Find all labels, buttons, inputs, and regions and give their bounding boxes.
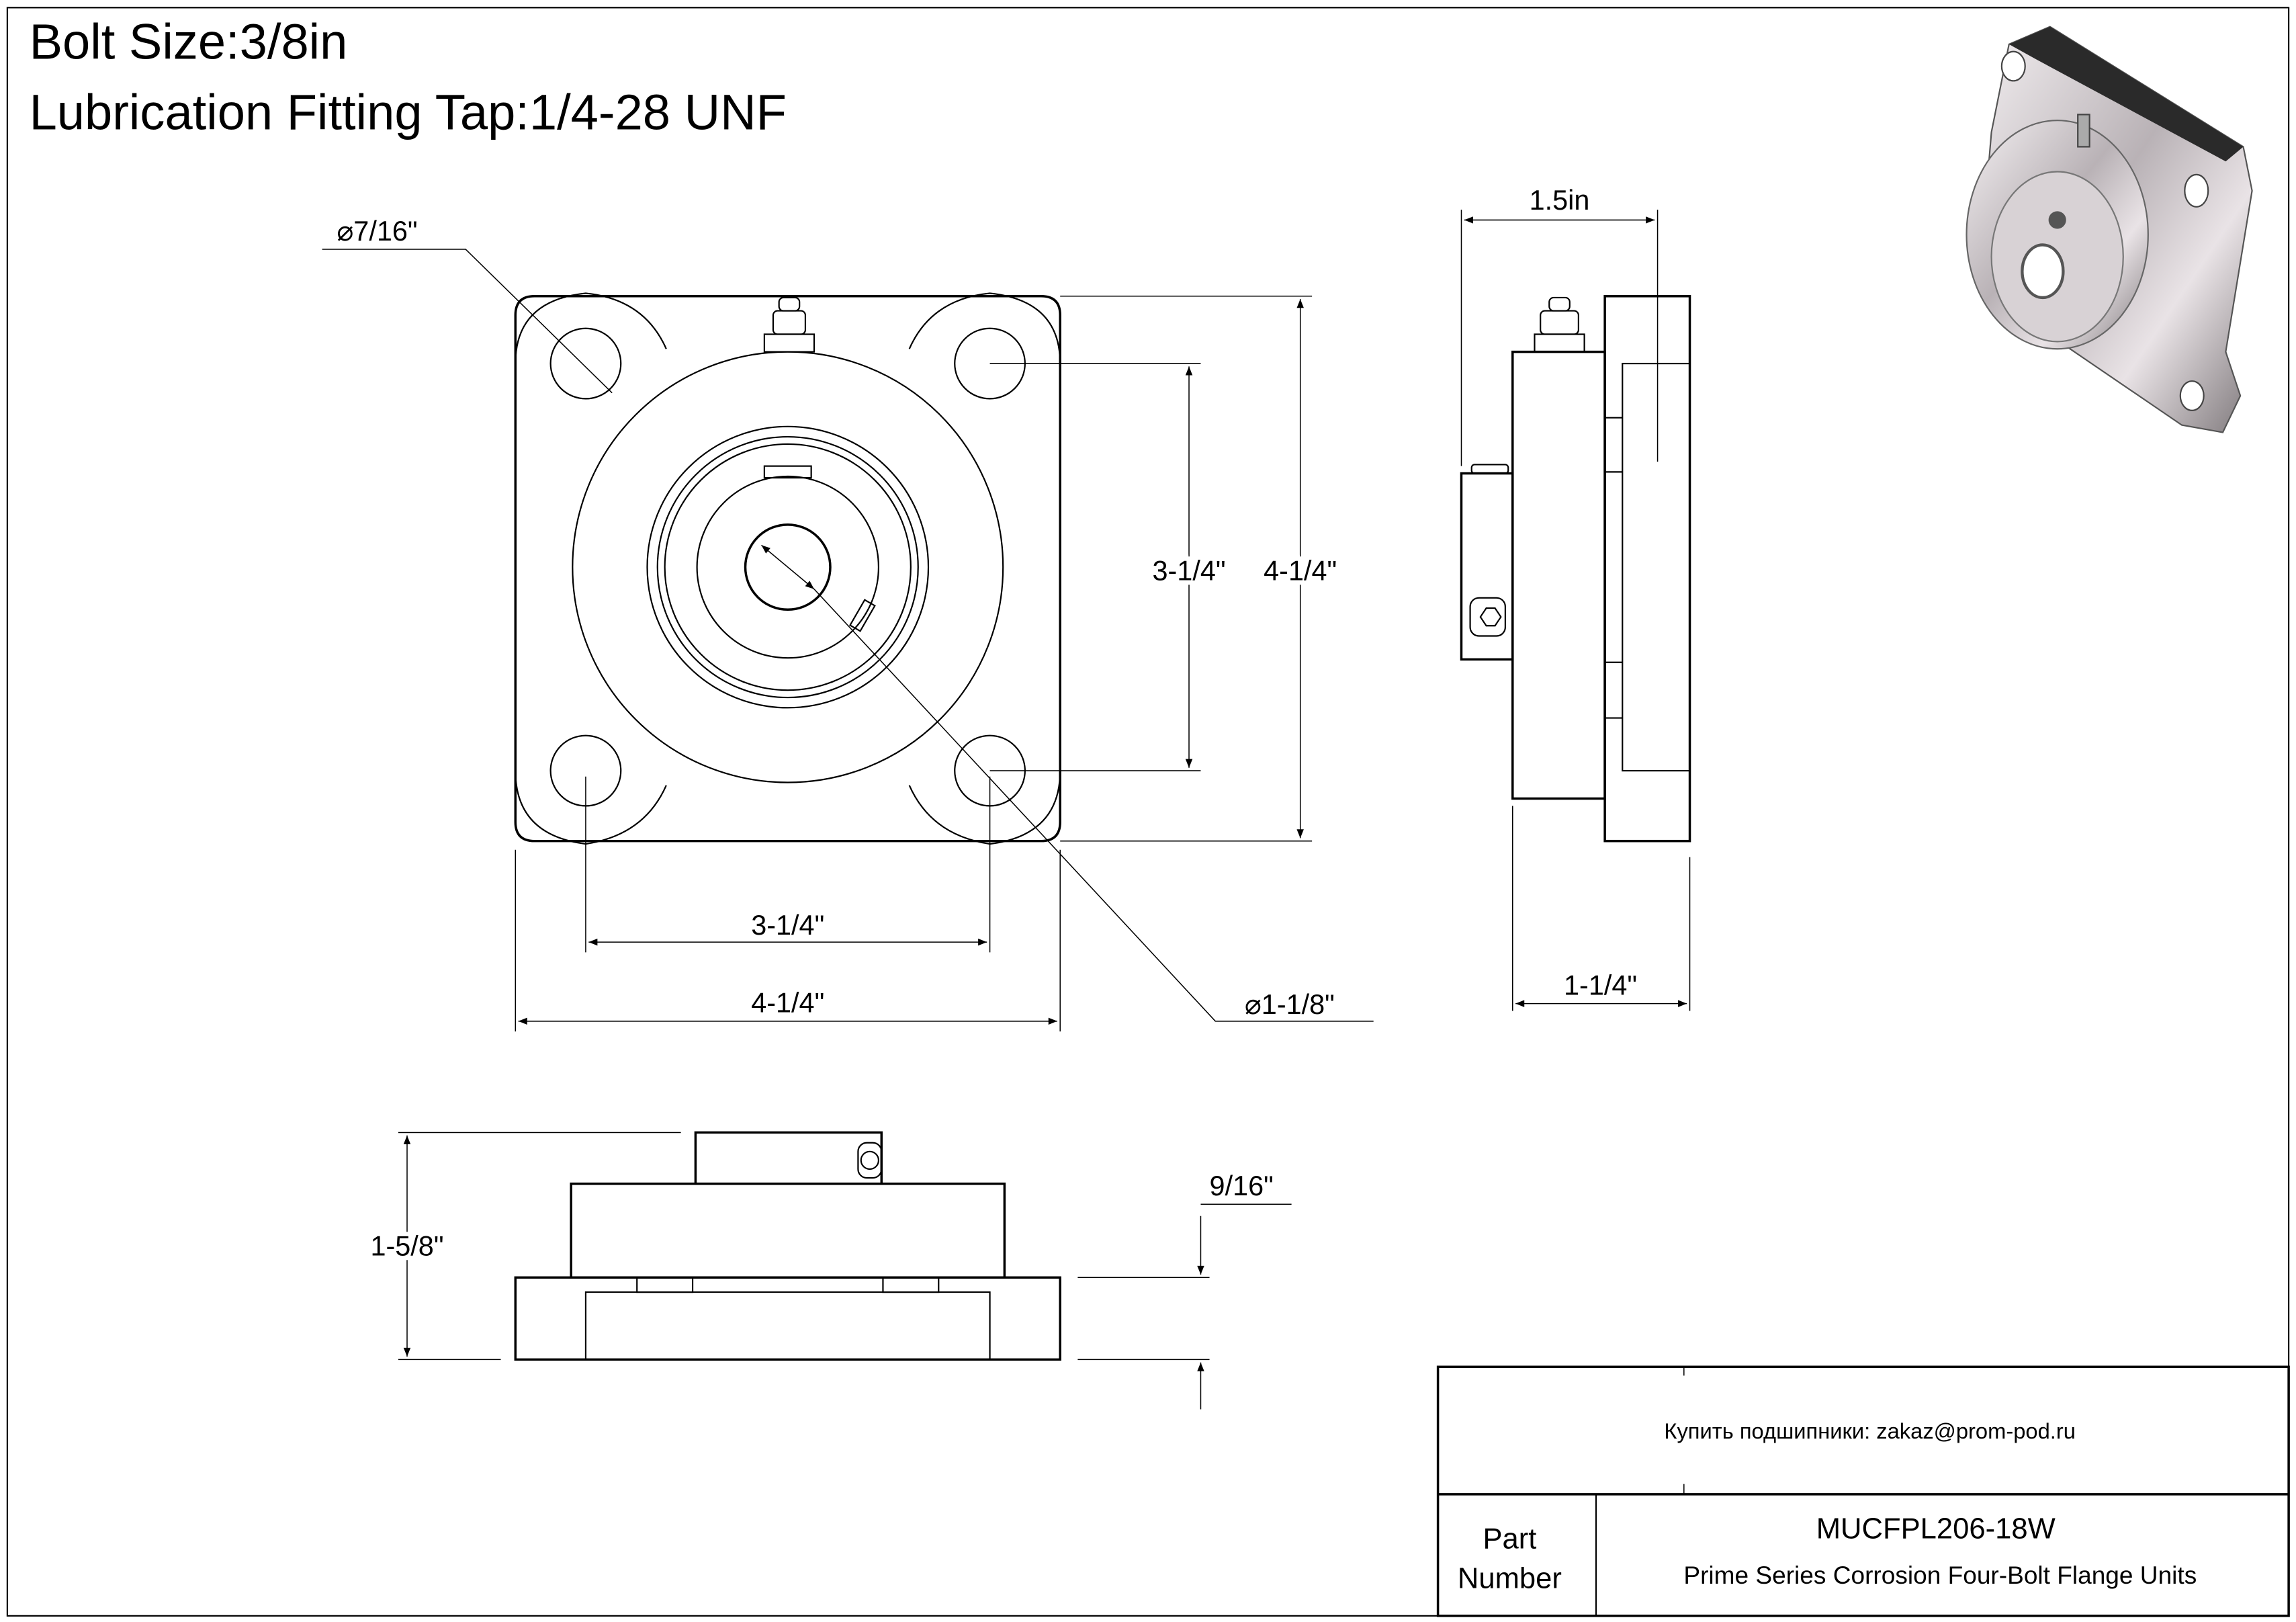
- overall-length-dim: 1.5in: [1530, 185, 1590, 216]
- contact-text: Купить подшипники: zakaz@prom-pod.ru: [1664, 1418, 2076, 1443]
- base-to-flange-dim: 1-1/4": [1564, 970, 1637, 1001]
- overall-width-dim: 4-1/4": [751, 988, 824, 1019]
- lubrication-label: Lubrication Fitting Tap:1/4-28 UNF: [30, 84, 787, 140]
- part-description: Prime Series Corrosion Four-Bolt Flange …: [1683, 1561, 2197, 1589]
- bolt-hole-dia-dim: ⌀7/16": [337, 216, 417, 247]
- bolt-size-label: Bolt Size:3/8in: [30, 14, 348, 70]
- bottom-view: 1-5/8" 9/16": [366, 1131, 1292, 1410]
- bore-dia-dim: ⌀1-1/8": [1245, 989, 1335, 1020]
- front-view: ⌀1-1/8" ⌀7/16" 3-1/4" 4-1/4" 3-1/4" 4-1/…: [322, 216, 1374, 1032]
- grease-fitting: [763, 296, 815, 353]
- title-block: Купить подшипники: zakaz@prom-pod.ru Par…: [1436, 1365, 2290, 1617]
- part-label-line2: Number: [1458, 1562, 1562, 1594]
- overall-height-dim: 4-1/4": [1264, 556, 1337, 587]
- bolt-spacing-horizontal-dim: 3-1/4": [751, 910, 824, 941]
- sheet-border: [6, 7, 2290, 1617]
- bottom-overall-height-dim: 1-5/8": [370, 1231, 443, 1262]
- part-label-line1: Part: [1483, 1523, 1536, 1555]
- bearing-3d-render: [1966, 26, 2253, 433]
- flange-thickness-dim: 9/16": [1210, 1170, 1274, 1201]
- side-view: 1.5in 1-1/4": [1460, 185, 1691, 1011]
- part-number: MUCFPL206-18W: [1816, 1512, 2056, 1545]
- bolt-spacing-vertical-dim: 3-1/4": [1152, 556, 1225, 587]
